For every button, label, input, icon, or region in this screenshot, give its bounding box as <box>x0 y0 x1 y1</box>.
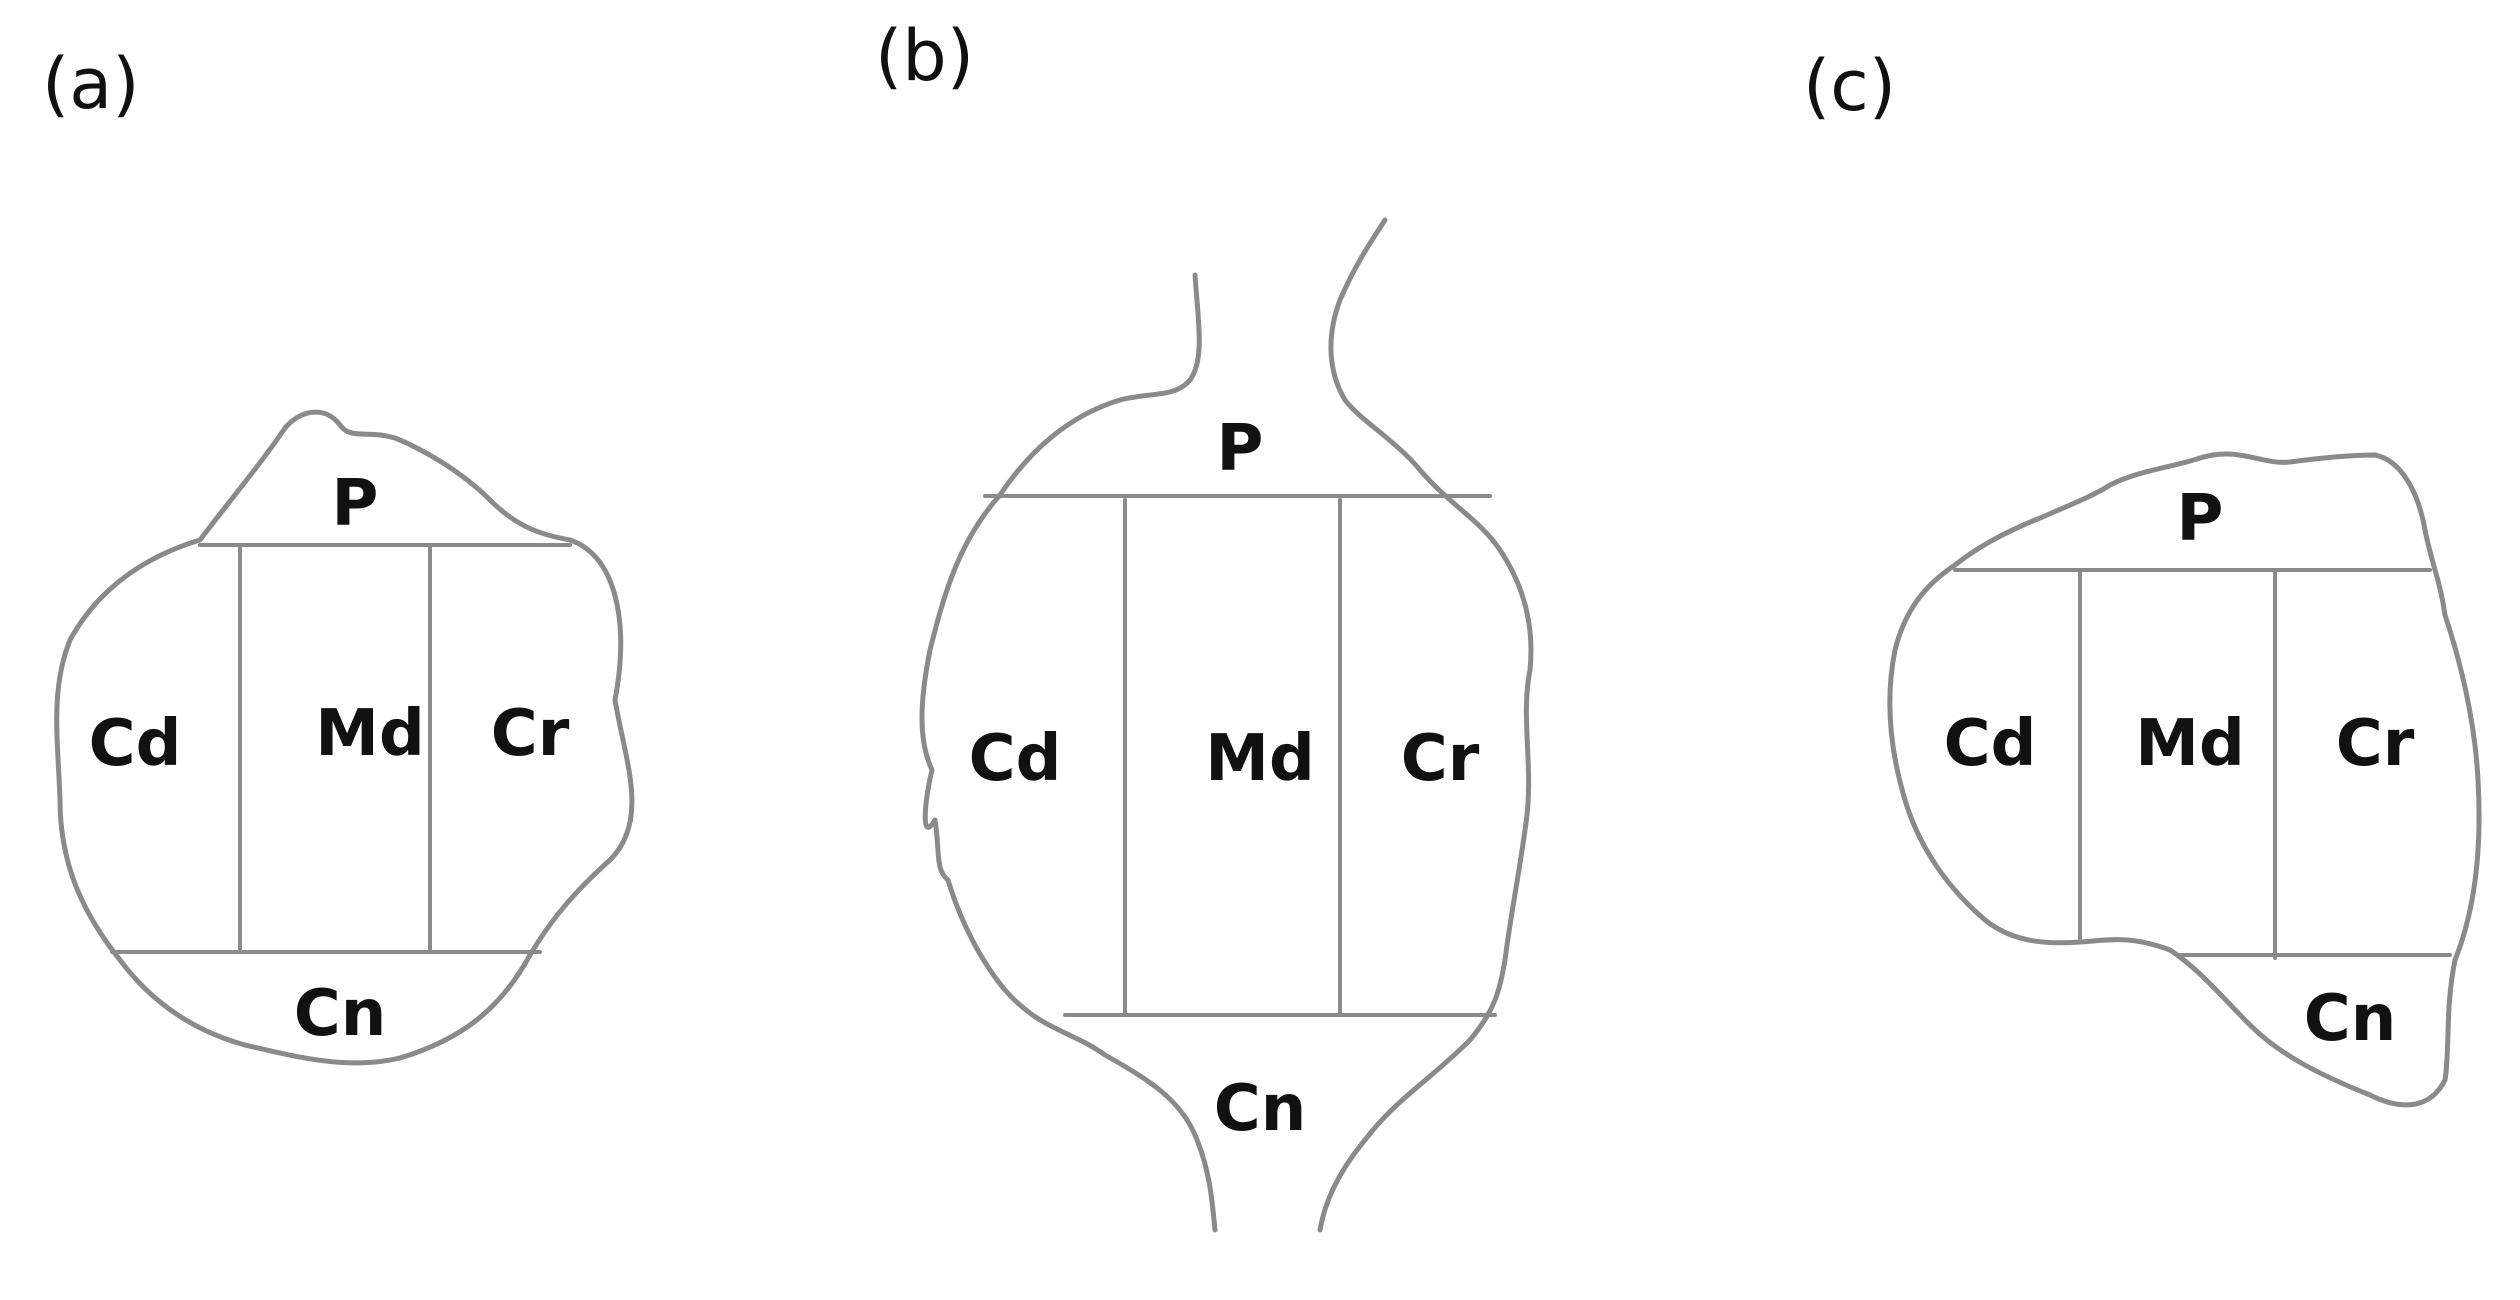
panel-a-region-md: Md <box>315 697 425 771</box>
panel-a-region-p: P <box>332 467 379 541</box>
panel-a-label: (a) <box>42 43 140 125</box>
panel-c-region-md: Md <box>2135 707 2245 781</box>
panel-a-region-cr: Cr <box>491 697 570 771</box>
panel-b-region-md: Md <box>1205 722 1315 796</box>
panel-a: (a) P Cd Md Cr Cn <box>42 43 635 1066</box>
panel-c-outline <box>1887 451 2482 1108</box>
panel-c-region-cn: Cn <box>2304 982 2397 1056</box>
panel-c: (c) P Cd Md Cr Cn <box>1803 45 2482 1108</box>
panel-b-region-cn: Cn <box>1214 1072 1307 1146</box>
panel-c-region-cd: Cd <box>1944 707 2037 781</box>
panel-c-label: (c) <box>1803 45 1896 127</box>
panel-b-outline <box>919 217 1534 1233</box>
panel-c-region-p: P <box>2177 482 2224 556</box>
panel-a-region-cn: Cn <box>294 977 387 1051</box>
panel-b-region-cd: Cd <box>969 722 1062 796</box>
panel-c-region-cr: Cr <box>2336 707 2415 781</box>
panel-b-region-p: P <box>1217 412 1264 486</box>
panel-a-outline <box>54 409 635 1066</box>
panel-b-label: (b) <box>875 15 974 97</box>
panel-b-region-cr: Cr <box>1401 722 1480 796</box>
panel-b: (b) P Cd Md Cr Cn <box>875 15 1534 1233</box>
panel-a-region-cd: Cd <box>89 707 182 781</box>
